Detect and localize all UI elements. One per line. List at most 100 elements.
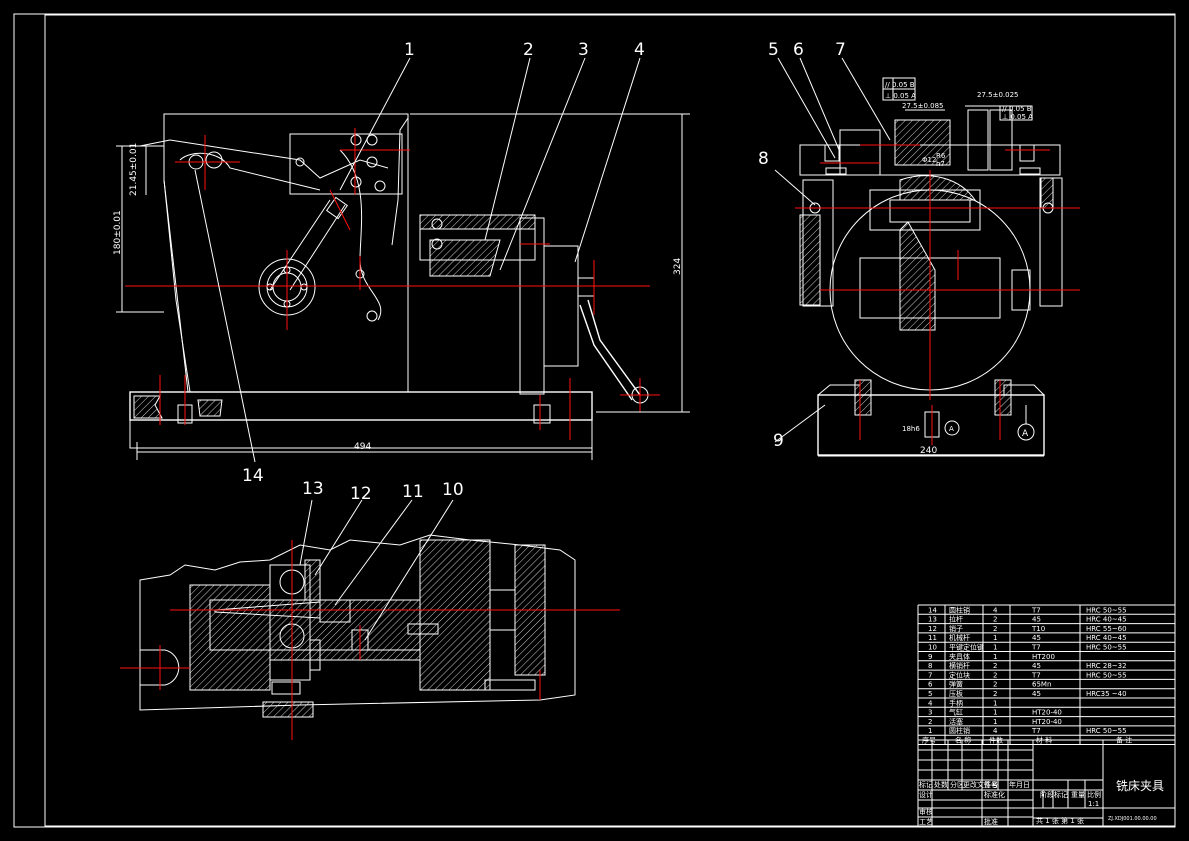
bom-cell-qty: 2 xyxy=(993,662,997,670)
fit-18: 18h6 xyxy=(902,425,920,433)
bom-cell-qty: 1 xyxy=(993,644,997,652)
bom-cell-name: 气缸 xyxy=(949,708,963,717)
callout-4: 4 xyxy=(634,40,645,60)
tb-label-2: 分区 xyxy=(950,780,964,789)
bom-cell-note: HRC 55~60 xyxy=(1086,625,1127,633)
bom-cell-material: T7 xyxy=(1031,606,1041,614)
scale-value: 1:1 xyxy=(1088,800,1099,808)
bom-cell-qty: 2 xyxy=(993,681,997,689)
fit-h7: h7 xyxy=(936,160,945,168)
bom-cell-note: HRC35 ~40 xyxy=(1086,690,1127,698)
bom-cell-qty: 1 xyxy=(993,718,997,726)
bom-cell-qty: 2 xyxy=(993,616,997,624)
tol-4: ⊥ 0.05 A xyxy=(1002,113,1033,121)
bom-cell-no: 11 xyxy=(928,634,937,642)
bom-cell-qty: 4 xyxy=(993,727,998,735)
dim-2145: 21.45±0.01 xyxy=(129,143,139,196)
fit-r6: R6 xyxy=(936,152,946,160)
callout-13: 13 xyxy=(302,479,324,499)
tb-label-10: 批准 xyxy=(984,817,998,826)
bom-cell-name: 手柄 xyxy=(949,698,963,707)
bom-cell-no: 12 xyxy=(928,625,937,633)
drawing-title: 铣床夹具 xyxy=(1116,779,1164,793)
callout-14: 14 xyxy=(242,466,264,486)
bom-cell-note: HRC 28~32 xyxy=(1086,662,1127,670)
callout-2: 2 xyxy=(523,40,534,60)
dim-180: 180±0.01 xyxy=(113,210,123,255)
callout-9: 9 xyxy=(773,431,784,451)
bom-cell-no: 6 xyxy=(928,681,933,689)
bom-cell-qty: 4 xyxy=(993,606,998,614)
bom-cell-material: 65Mn xyxy=(1032,681,1051,689)
tb-label-4: 签名 xyxy=(984,780,998,789)
bom-cell-name: 定位块 xyxy=(949,670,970,679)
callout-12: 12 xyxy=(350,484,372,504)
bom-cell-note: HRC 50~55 xyxy=(1086,671,1127,679)
tol-3: // 0.05 B xyxy=(1002,105,1032,113)
bom-cell-note: HRC 40~45 xyxy=(1086,634,1127,642)
dimension-labels: 494 324 180±0.01 21.45±0.01 240 27.5±0.0… xyxy=(113,81,1033,456)
bom-cell-material: T10 xyxy=(1031,625,1045,633)
callout-11: 11 xyxy=(402,482,424,502)
bom-cell-no: 13 xyxy=(928,616,937,624)
bom-cell-no: 9 xyxy=(928,653,932,661)
tb-label-12: 重量 xyxy=(1071,791,1085,799)
callout-7: 7 xyxy=(835,40,846,60)
bom-cell-note: HRC 50~55 xyxy=(1086,606,1127,614)
side-view xyxy=(774,57,1080,457)
callout-5: 5 xyxy=(768,40,779,60)
callout-10: 10 xyxy=(442,480,464,500)
sheet-info: 共 1 张 第 1 张 xyxy=(1036,816,1084,825)
bom-cell-note: HRC 50~55 xyxy=(1086,727,1127,735)
bom-cell-material: HT20-40 xyxy=(1032,718,1062,726)
title-block-text: 铣床夹具 ZJ.XDJ001.00.00.00 1:1 共 1 张 第 1 张 … xyxy=(919,779,1164,826)
bom-cell-name: 销子 xyxy=(949,624,963,633)
bom-cell-no: 14 xyxy=(928,606,937,614)
dim-275a: 27.5±0.085 xyxy=(902,102,944,110)
bom-cell-material: 45 xyxy=(1032,616,1041,624)
bom-cell-name: 活塞 xyxy=(949,717,963,726)
bom-cell-qty: 2 xyxy=(993,671,997,679)
tb-label-11: 阶段标记 xyxy=(1040,790,1068,799)
dim-height-front: 324 xyxy=(673,258,683,275)
bom-cell-no: 7 xyxy=(928,671,932,679)
tb-label-3: 更改文件号 xyxy=(963,780,998,789)
bom-cell-no: 10 xyxy=(928,644,937,652)
bom-cell-name: 压板 xyxy=(949,689,963,698)
bom-cell-note: HRC 50~55 xyxy=(1086,644,1127,652)
tol-1: // 0.05 B xyxy=(885,81,915,89)
bom-cell-name: 横销杆 xyxy=(949,661,970,670)
tb-label-8: 审核 xyxy=(919,807,933,816)
dim-275b: 27.5±0.025 xyxy=(977,91,1019,99)
bom-cell-no: 1 xyxy=(928,727,932,735)
inner-frame xyxy=(44,14,1176,827)
callout-8: 8 xyxy=(758,149,769,169)
bom-cell-qty: 1 xyxy=(993,699,997,707)
bom-cell-material: T7 xyxy=(1031,644,1041,652)
bom-cell-material: 45 xyxy=(1032,634,1041,642)
tb-label-9: 工艺 xyxy=(919,818,933,826)
bom-cell-material: T7 xyxy=(1031,727,1041,735)
bom-cell-no: 5 xyxy=(928,690,932,698)
callout-labels: 1 2 3 4 5 6 7 8 9 10 11 12 13 14 xyxy=(242,40,846,504)
bom-cell-qty: 1 xyxy=(993,709,997,717)
bom-cell-no: 3 xyxy=(928,709,932,717)
tb-label-6: 设计 xyxy=(919,790,933,799)
bom-cell-name: 拉杆 xyxy=(949,615,963,624)
dim-width-front: 494 xyxy=(354,442,371,452)
front-view xyxy=(116,57,690,463)
tb-label-5: 年月日 xyxy=(1009,780,1030,789)
datum-a-2: A xyxy=(1022,429,1029,439)
drawing-number: ZJ.XDJ001.00.00.00 xyxy=(1108,816,1157,822)
bom-cell-name: 夹具体 xyxy=(949,652,970,661)
title-block xyxy=(917,739,1176,827)
bom-cell-name: 机械杆 xyxy=(949,633,970,642)
bom-cell-qty: 1 xyxy=(993,653,997,661)
bom-cell-qty: 2 xyxy=(993,690,997,698)
bom-cell-note: HRC 40~45 xyxy=(1086,616,1127,624)
bom-cell-name: 圆柱销 xyxy=(949,726,970,735)
bom-cell-name: 平键定位键 xyxy=(949,643,984,652)
bom-cell-no: 4 xyxy=(928,699,933,707)
